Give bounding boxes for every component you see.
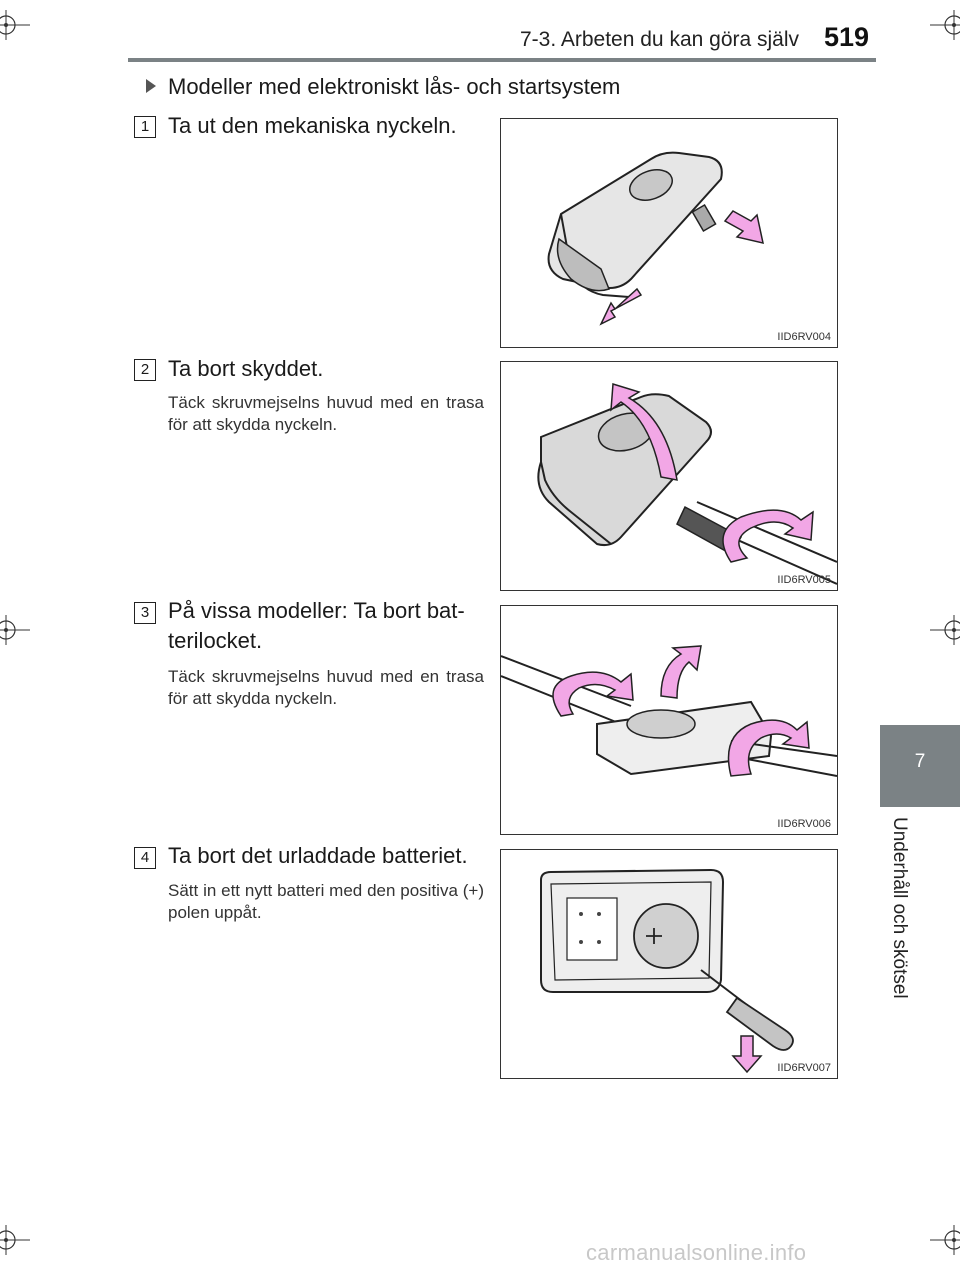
registration-mark-top-left <box>0 10 30 40</box>
plus-sign-icon <box>646 928 662 944</box>
curved-arrow-right-rotate-icon <box>727 719 810 777</box>
step-title-3: På vissa modeller: Ta bort bat-terilocke… <box>168 598 465 653</box>
chapter-tab: 7 <box>880 725 960 807</box>
step-number-1: 1 <box>134 116 156 138</box>
step-number-4: 4 <box>134 847 156 869</box>
battery-cover-illustration <box>501 645 837 777</box>
arrow-down-icon <box>731 1035 763 1074</box>
model-heading: Modeller med elektroniskt lås- och start… <box>146 74 620 100</box>
registration-mark-mid-left <box>0 615 30 645</box>
curved-arrow-up-icon <box>610 383 678 481</box>
step-title-4: Ta bort det urladdade batteriet. <box>168 843 468 868</box>
arrow-down-left-icon <box>599 287 643 326</box>
watermark: carmanualsonline.info <box>586 1240 807 1265</box>
chapter-number: 7 <box>914 751 926 772</box>
figure-code: IID6RV006 <box>777 818 831 830</box>
battery-replacement-illustration <box>540 868 794 1074</box>
registration-mark-mid-right <box>930 615 960 645</box>
key-fob-screwdriver-illustration <box>537 383 837 585</box>
key-fob-illustration <box>547 151 764 326</box>
figure-remove-battery: IID6RV007 <box>500 849 838 1079</box>
figure-remove-battery-cover: IID6RV006 <box>500 605 838 835</box>
step-note-2: Täck skruvmejselns huvud med en trasa fö… <box>168 393 484 434</box>
model-heading-text: Modeller med elektroniskt lås- och start… <box>168 74 621 99</box>
step-note-4: Sätt in ett nytt batteri med den positiv… <box>168 881 484 922</box>
step-title-2: Ta bort skyddet. <box>168 356 324 381</box>
registration-mark-bottom-right <box>930 1225 960 1255</box>
figure-code: IID6RV005 <box>777 574 831 586</box>
figure-remove-cover: IID6RV005 <box>500 361 838 591</box>
figure-code: IID6RV007 <box>777 1062 831 1074</box>
arrow-right-icon <box>723 210 764 244</box>
step-number-3: 3 <box>134 602 156 624</box>
figure-code: IID6RV004 <box>777 331 831 343</box>
figure-remove-mechanical-key: IID6RV004 <box>500 118 838 348</box>
curved-arrow-left-rotate-icon <box>552 671 634 717</box>
curved-arrow-up-icon <box>660 645 702 699</box>
page-number: 519 <box>824 22 870 52</box>
step-title-1: Ta ut den mekaniska nyckeln. <box>168 113 457 138</box>
chapter-label: Underhåll och skötsel <box>889 817 910 999</box>
registration-mark-top-right <box>930 10 960 40</box>
section-title: 7-3. Arbeten du kan göra själv <box>520 28 800 51</box>
step-number-2: 2 <box>134 359 156 381</box>
header-rule <box>128 58 876 62</box>
triangle-bullet-icon <box>146 79 156 93</box>
step-note-3: Täck skruvmejselns huvud med en trasa fö… <box>168 667 484 708</box>
registration-mark-bottom-left <box>0 1225 30 1255</box>
curved-arrow-rotate-icon <box>722 509 814 563</box>
